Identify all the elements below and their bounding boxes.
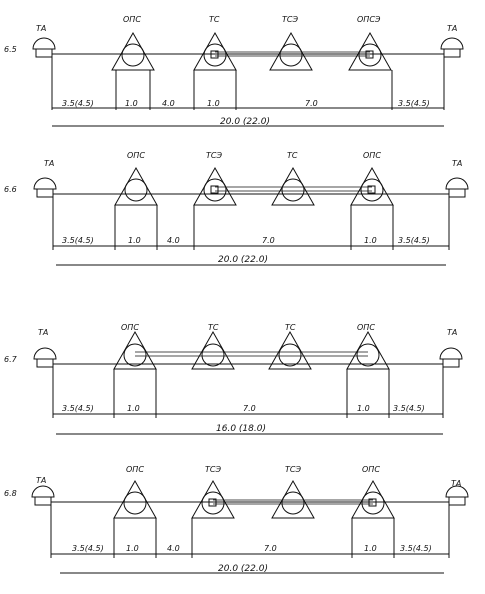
unit-symbol [193,31,237,71]
diagram-6-8: 6.8 ТА ТА ОПС ТСЭ ТСЭ [4,465,469,574]
right-terminal-label: ТА [451,479,461,488]
segment-length: 7.0 [243,404,256,413]
unit-label: ОПСЭ [357,15,381,24]
unit-symbol [191,330,235,370]
unit-symbol [269,31,313,71]
segment-length: 3.5(4.5) [62,236,94,245]
right-terminal-label: ТА [452,159,462,168]
segment-length: 3.5(4.5) [62,99,94,108]
unit-symbol [113,479,157,519]
unit-label: ТСЭ [285,465,301,474]
segment-length: 3.5(4.5) [400,544,432,553]
segment-length: 3.5(4.5) [398,236,430,245]
unit-label: ОПС [363,151,381,160]
segment-length: 4.0 [167,236,180,245]
segment-length: 1.0 [126,544,139,553]
left-terminal-label: ТА [44,159,54,168]
segment-length: 7.0 [262,236,275,245]
right-terminal-icon [440,37,464,58]
left-terminal-icon [33,177,57,198]
unit-label: ТСЭ [205,465,221,474]
unit-symbol [114,166,158,206]
unit-label: ТСЭ [206,151,222,160]
right-terminal-label: ТА [447,328,457,337]
unit-label: ОПС [123,15,141,24]
unit-symbol [351,479,395,519]
right-terminal-label: ТА [447,24,457,33]
segment-length: 1.0 [207,99,220,108]
diagram-6-7: 6.7 ТА ТА ОПС ТС ТС [4,323,463,435]
unit-symbol [113,330,157,370]
segment-length: 3.5(4.5) [393,404,425,413]
unit-symbol [350,166,394,206]
total-length: 20.0 (22.0) [220,117,270,127]
left-terminal-icon [31,485,55,506]
right-terminal-icon [439,347,463,368]
unit-label: ОПС [127,151,145,160]
unit-label: ОПС [121,323,139,332]
left-terminal-label: ТА [36,24,46,33]
unit-symbol [271,479,315,519]
total-length: 20.0 (22.0) [218,564,268,574]
unit-label: ТС [287,151,298,160]
segment-length: 1.0 [128,236,141,245]
unit-label: ОПС [357,323,375,332]
unit-symbol [268,330,312,370]
diagram-6-5: 6.5 ТА ТА ОПС ТС [4,15,464,127]
segment-length: 1.0 [357,404,370,413]
unit-label: ОПС [362,465,380,474]
unit-label: ТСЭ [282,15,298,24]
diagram-6-6: 6.6 ТА ТА ОПС ТСЭ ТС [4,151,469,266]
unit-symbol [271,166,315,206]
unit-label: ТС [285,323,296,332]
unit-symbol [193,166,237,206]
unit-symbol [111,31,155,71]
segment-length: 1.0 [364,236,377,245]
diagram-number: 6.5 [4,45,17,54]
left-terminal-icon [33,347,57,368]
segment-length: 7.0 [264,544,277,553]
unit-label: ОПС [126,465,144,474]
segment-length: 3.5(4.5) [398,99,430,108]
total-length: 20.0 (22.0) [218,255,268,265]
segment-length: 1.0 [125,99,138,108]
diagram-number: 6.6 [4,185,17,194]
segment-length: 7.0 [305,99,318,108]
segment-length: 4.0 [167,544,180,553]
diagram-number: 6.8 [4,489,17,498]
diagram-number: 6.7 [4,355,18,364]
segment-length: 3.5(4.5) [72,544,104,553]
unit-symbol [348,31,392,71]
total-length: 16.0 (18.0) [216,424,266,434]
left-terminal-icon [32,37,56,58]
segment-length: 3.5(4.5) [62,404,94,413]
unit-symbol [191,479,235,519]
unit-symbol [346,330,390,370]
segment-length: 1.0 [364,544,377,553]
right-terminal-icon [445,485,469,506]
left-terminal-label: ТА [36,476,46,485]
unit-label: ТС [208,323,219,332]
left-terminal-label: ТА [38,328,48,337]
segment-length: 1.0 [127,404,140,413]
segment-length: 4.0 [162,99,175,108]
unit-label: ТС [209,15,220,24]
right-terminal-icon [445,177,469,198]
